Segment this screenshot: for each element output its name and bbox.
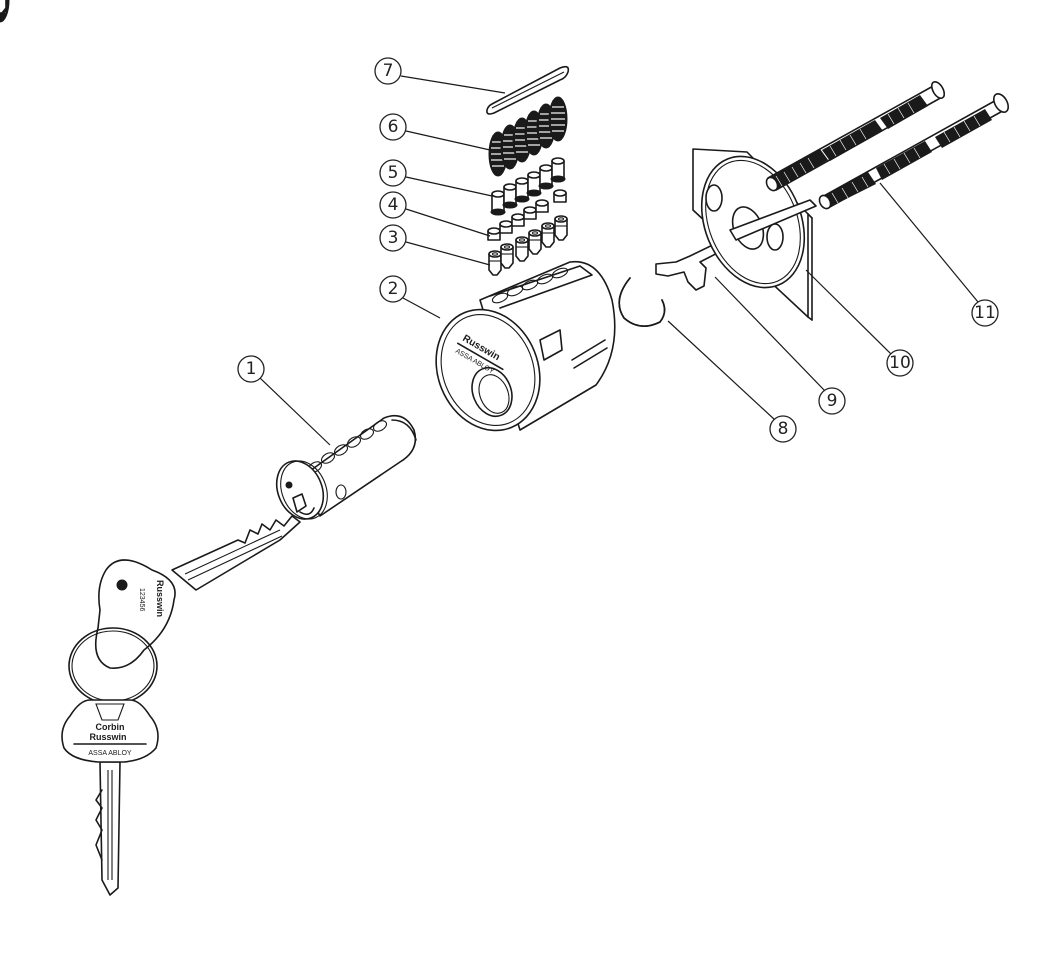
callout-2: 2: [379, 275, 407, 303]
part-7-bar: [486, 65, 570, 115]
callout-5-label: 5: [388, 163, 399, 183]
callout-9-label: 9: [827, 391, 838, 411]
callout-6-label: 6: [388, 117, 399, 137]
part-2-cylinder-housing: Russwin ASSA ABLOY: [435, 260, 616, 432]
part-1-cylinder-plug: [275, 414, 417, 520]
callout-5: 5: [379, 159, 407, 187]
key-upper: Russwin 123456: [94, 515, 301, 669]
callout-7-label: 7: [383, 61, 394, 81]
callout-8-label: 8: [778, 419, 789, 439]
callout-3: 3: [379, 224, 407, 252]
key-number: 123456: [138, 588, 145, 611]
callout-4-label: 4: [388, 195, 399, 215]
key-lower: Corbin Russwin ASSA ABLOY: [61, 699, 159, 896]
callout-7: 7: [374, 57, 402, 85]
callout-2-label: 2: [388, 279, 399, 299]
part-6-springs: [0, 0, 568, 177]
callout-4: 4: [379, 191, 407, 219]
callout-10: 10: [886, 349, 914, 377]
callout-9: 9: [818, 387, 846, 415]
callout-3-label: 3: [388, 228, 399, 248]
part-4-master-pins: [0, 0, 567, 241]
callout-1-label: 1: [246, 359, 257, 379]
key-lower-assa-abloy: ASSA ABLOY: [88, 750, 132, 757]
part-8-retaining-ring: [618, 277, 666, 327]
key-upper-brand-mark: Russwin: [155, 580, 165, 617]
part-3-bottom-pins: [0, 0, 568, 276]
part-5-driver-pins: [0, 0, 566, 216]
callout-6: 6: [379, 113, 407, 141]
callout-11: 11: [971, 299, 999, 327]
callout-11-label: 11: [974, 303, 996, 323]
callout-leaders: [259, 75, 979, 446]
key-lower-brand-line1: Corbin: [96, 722, 125, 732]
part-11-screws: [765, 81, 1010, 210]
key-lower-brand-line2: Russwin: [89, 732, 126, 742]
callout-1: 1: [237, 355, 265, 383]
callout-8: 8: [769, 415, 797, 443]
callout-10-label: 10: [889, 353, 911, 373]
